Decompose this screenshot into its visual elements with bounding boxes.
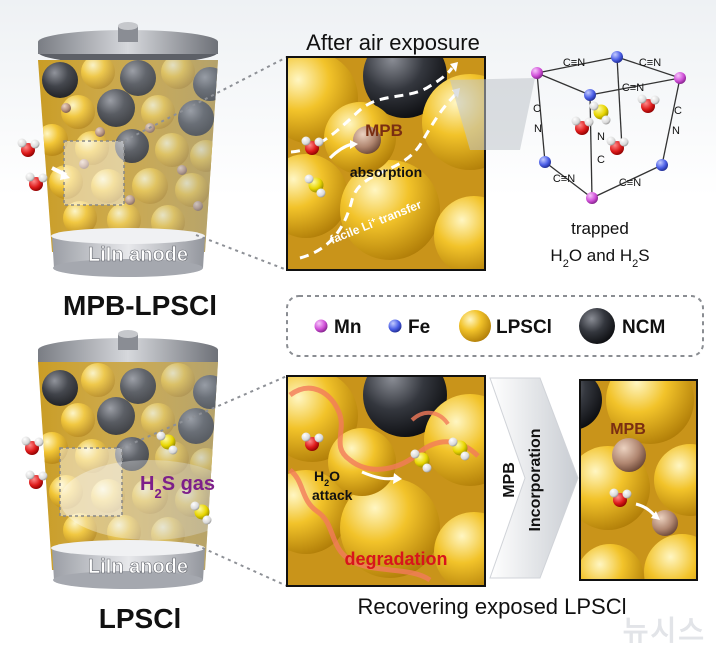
legend-label-mn: Mn <box>334 317 361 338</box>
recovery-panel: MPB <box>579 379 698 581</box>
recovery-mpb-particle <box>612 438 646 472</box>
arrow-line1: MPB <box>501 462 518 498</box>
mpb-framework-labels: C≡N C≡N C≡N C≡N C≡N C N C N N C <box>533 57 682 189</box>
mpb-framework-nodes <box>531 51 686 204</box>
svg-text:C≡N: C≡N <box>553 173 575 185</box>
mpb-label: MPB <box>365 121 403 140</box>
top-cell-particles <box>38 60 218 252</box>
water-label: H2O <box>314 468 340 488</box>
legend-swatch-mn <box>314 319 328 333</box>
li-transfer-path <box>299 92 458 260</box>
mpb-particle <box>353 126 381 154</box>
bottom-cell-label: LPSCl <box>99 603 181 634</box>
svg-text:N: N <box>534 123 542 135</box>
arrow-line2: Incorporation <box>527 428 544 531</box>
svg-text:C≡N: C≡N <box>639 57 661 69</box>
absorption-label: absorption <box>350 164 422 180</box>
mpb-framework <box>536 56 681 199</box>
trapped-line1: trapped <box>571 219 629 238</box>
top-zoom-line-upper <box>123 56 288 142</box>
legend: Mn Fe LPSCl NCM <box>286 295 704 357</box>
svg-text:N: N <box>672 125 680 137</box>
bottom-cell: LiIn anode H2S gas <box>21 330 218 589</box>
svg-text:C: C <box>597 154 605 166</box>
legend-swatch-lpscl <box>459 310 491 342</box>
svg-text:C≡N: C≡N <box>619 177 641 189</box>
svg-text:C≡N: C≡N <box>622 82 644 94</box>
top-zoom-panel: MPB absorption facile Li+ transfer <box>286 56 486 271</box>
attack-label: attack <box>312 487 353 503</box>
legend-swatch-ncm <box>579 308 615 344</box>
svg-text:C≡N: C≡N <box>563 57 585 69</box>
bottom-anode-label: LiIn anode <box>88 556 188 578</box>
svg-text:N: N <box>597 131 605 143</box>
top-inset-box <box>63 140 125 206</box>
svg-text:C: C <box>533 103 541 115</box>
bottom-zoom-line-upper <box>121 375 288 449</box>
top-anode-label: LiIn anode <box>88 244 188 266</box>
top-title: After air exposure <box>306 30 480 55</box>
legend-label-lpscl: LPSCl <box>496 317 552 338</box>
legend-label-ncm: NCM <box>622 317 665 338</box>
legend-label-fe: Fe <box>408 317 430 338</box>
degradation-label: degradation <box>344 549 447 569</box>
bottom-zoom-panel: H2O attack degradation <box>286 375 486 587</box>
recovery-caption: Recovering exposed LPSCl <box>357 594 626 619</box>
bottom-inset-box <box>59 447 123 517</box>
watermark: 뉴시스 <box>622 614 706 647</box>
top-cell: LiIn anode <box>17 22 218 277</box>
top-zoom-line-lower <box>195 234 288 271</box>
svg-text:C: C <box>674 105 682 117</box>
recovery-mpb-label: MPB <box>610 421 646 438</box>
bottom-cell-particles <box>38 362 218 570</box>
mpb-incorporation-arrow: MPB Incorporation <box>489 377 579 579</box>
h2s-gas-label: H2S gas <box>140 473 215 501</box>
bottom-zoom-line-lower <box>195 544 288 587</box>
zoom-wedge <box>450 78 535 150</box>
legend-swatch-fe <box>388 319 402 333</box>
top-cell-label: MPB-LPSCl <box>63 290 217 321</box>
trapped-line2: H2O and H2S <box>550 246 649 270</box>
